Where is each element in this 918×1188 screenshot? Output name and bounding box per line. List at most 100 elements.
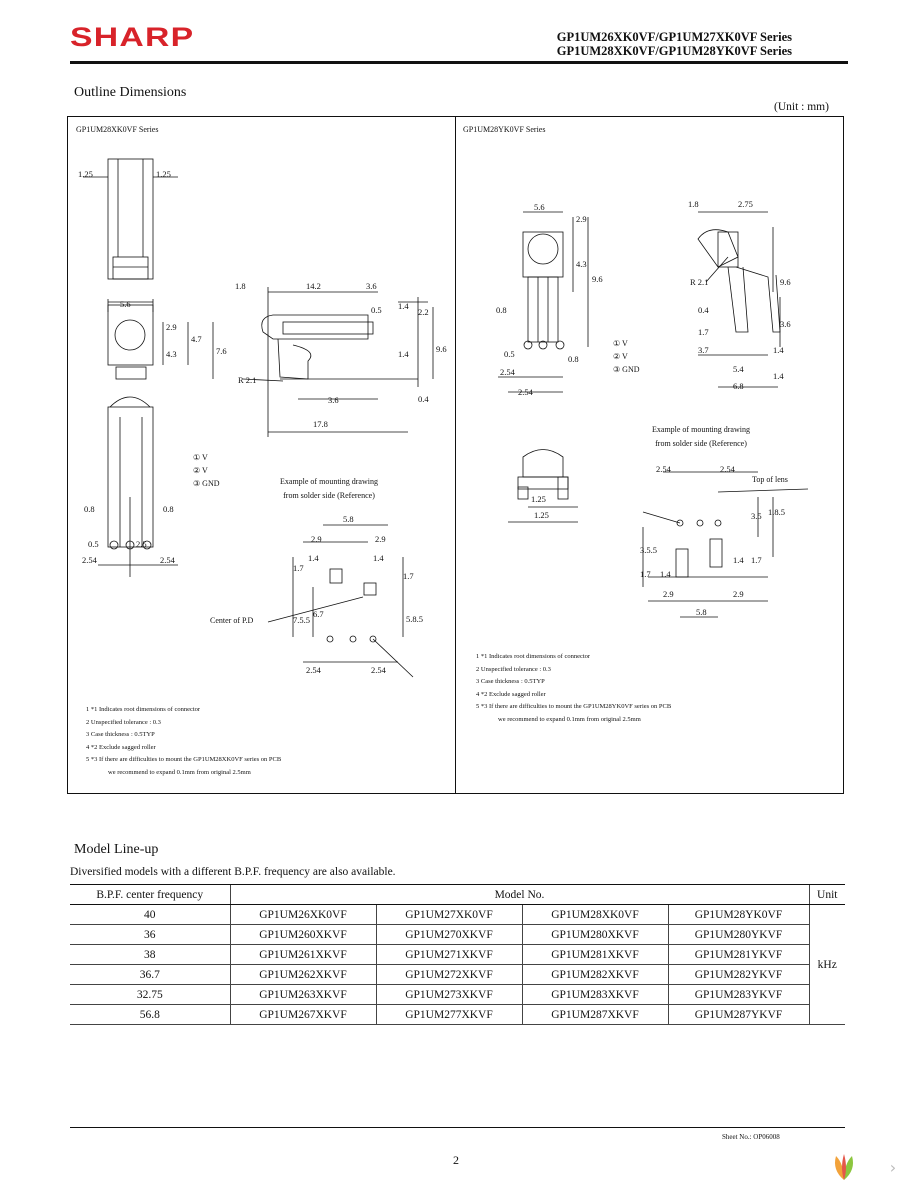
svg-text:4.7: 4.7 <box>191 334 202 344</box>
model-cell: GP1UM267XKVF <box>229 1004 376 1025</box>
unit-label: (Unit : mm) <box>774 101 829 113</box>
model-cell: GP1UM271XKVF <box>375 944 522 965</box>
svg-text:1.8.5: 1.8.5 <box>768 507 785 517</box>
svg-text:R 2.1: R 2.1 <box>690 277 708 287</box>
model-cell: GP1UM262XKVF <box>229 964 376 985</box>
svg-text:0.8: 0.8 <box>496 305 507 315</box>
svg-text:5.6: 5.6 <box>120 299 131 309</box>
freq-column-header: B.P.F. center frequency <box>70 884 230 905</box>
svg-text:1.25: 1.25 <box>156 169 171 179</box>
svg-text:0.8: 0.8 <box>163 504 174 514</box>
sharp-logo: SHARP <box>70 22 195 52</box>
model-cell: GP1UM28YK0VF <box>667 904 809 925</box>
left-mount-title: Example of mounting drawing from solder … <box>264 475 394 503</box>
model-cell: GP1UM272XKVF <box>375 964 522 985</box>
table-row: 36.7 GP1UM262XKVF GP1UM272XKVF GP1UM282X… <box>70 964 845 985</box>
right-mount-title: Example of mounting drawing from solder … <box>636 423 766 451</box>
outline-title: Outline Dimensions <box>74 85 187 100</box>
right-pin-legend: ① V ② V ③ GND <box>613 337 640 376</box>
model-cell: GP1UM280XKVF <box>521 924 668 945</box>
svg-text:9.6: 9.6 <box>592 274 603 284</box>
left-pin-legend: ① V ② V ③ GND <box>193 451 220 490</box>
svg-text:2.54: 2.54 <box>518 387 534 397</box>
page-number: 2 <box>453 1153 459 1167</box>
right-note-6: we recommend to expand 0.1mm from origin… <box>498 715 641 723</box>
svg-text:1.25: 1.25 <box>531 494 546 504</box>
svg-text:2.54: 2.54 <box>500 367 516 377</box>
model-cell: GP1UM280YKVF <box>667 924 809 945</box>
model-cell: GP1UM273XKVF <box>375 984 522 1005</box>
right-mount-title-1: Example of mounting drawing <box>652 425 750 434</box>
model-cell: GP1UM26XK0VF <box>229 904 376 925</box>
right-series-label: GP1UM28YK0VF Series <box>463 125 546 134</box>
left-series-label: GP1UM28XK0VF Series <box>76 125 159 134</box>
left-note-4: 4 *2 Exclude sagged roller <box>86 743 156 751</box>
svg-text:2.54: 2.54 <box>656 464 672 474</box>
svg-text:1.8: 1.8 <box>688 199 699 209</box>
top-of-lens-label: Top of lens <box>752 475 788 484</box>
svg-text:17.8: 17.8 <box>313 419 328 429</box>
freq-cell: 56.8 <box>70 1004 230 1025</box>
freq-cell: 40 <box>70 904 230 925</box>
table-row: 36 GP1UM260XKVF GP1UM270XKVF GP1UM280XKV… <box>70 924 845 945</box>
svg-text:1.25: 1.25 <box>78 169 93 179</box>
svg-text:2.9: 2.9 <box>375 534 386 544</box>
right-pin-2: ② V <box>613 352 628 361</box>
svg-text:0.4: 0.4 <box>698 305 709 315</box>
svg-text:1.25: 1.25 <box>534 510 549 520</box>
model-cell: GP1UM263XKVF <box>229 984 376 1005</box>
svg-text:2.2: 2.2 <box>418 307 429 317</box>
freq-cell: 36 <box>70 924 230 945</box>
svg-text:9.6: 9.6 <box>780 277 791 287</box>
svg-text:2.54: 2.54 <box>371 665 387 675</box>
svg-text:9.6: 9.6 <box>436 344 447 354</box>
left-pin-3: ③ GND <box>193 479 220 488</box>
left-mount-title-2: from solder side (Reference) <box>283 491 375 500</box>
model-cell: GP1UM283XKVF <box>521 984 668 1005</box>
svg-text:3.6: 3.6 <box>780 319 791 329</box>
left-mount-title-1: Example of mounting drawing <box>280 477 378 486</box>
svg-text:0.5: 0.5 <box>371 305 382 315</box>
svg-text:5.6: 5.6 <box>534 202 545 212</box>
model-cell: GP1UM281XKVF <box>521 944 668 965</box>
model-cell: GP1UM277XKVF <box>375 1004 522 1025</box>
svg-text:2.54: 2.54 <box>720 464 736 474</box>
right-mount-title-2: from solder side (Reference) <box>655 439 747 448</box>
svg-text:3.6: 3.6 <box>366 281 377 291</box>
svg-text:1.7: 1.7 <box>640 569 651 579</box>
model-column-header: Model No. <box>229 884 809 905</box>
right-pin-1: ① V <box>613 339 628 348</box>
model-cell: GP1UM282XKVF <box>521 964 668 985</box>
svg-text:3.7: 3.7 <box>698 345 709 355</box>
svg-text:2.54: 2.54 <box>82 555 98 565</box>
svg-text:2.9: 2.9 <box>311 534 322 544</box>
svg-text:0.8: 0.8 <box>84 504 95 514</box>
left-note-3: 3 Case thickness : 0.5TYP <box>86 731 155 738</box>
svg-text:2.9: 2.9 <box>576 214 587 224</box>
svg-text:7.6: 7.6 <box>216 346 227 356</box>
svg-text:5.8: 5.8 <box>343 514 354 524</box>
svg-text:0.8: 0.8 <box>568 354 579 364</box>
viewer-logo-icon <box>835 1154 853 1180</box>
svg-text:1.7: 1.7 <box>293 563 304 573</box>
svg-text:5.8: 5.8 <box>696 607 707 617</box>
right-note-4: 4 *2 Exclude sagged roller <box>476 690 546 698</box>
svg-text:7.5.5: 7.5.5 <box>293 615 310 625</box>
svg-text:1.7: 1.7 <box>751 555 762 565</box>
svg-text:6.8: 6.8 <box>733 381 744 391</box>
left-notes: 1 *1 Indicates root dimensions of connec… <box>86 704 281 779</box>
lineup-description: Diversified models with a different B.P.… <box>70 866 396 878</box>
svg-text:1.4: 1.4 <box>373 553 384 563</box>
drawing-divider <box>455 117 456 793</box>
lineup-table: B.P.F. center frequency Model No. Unit 4… <box>70 884 845 1025</box>
model-cell: GP1UM281YKVF <box>667 944 809 965</box>
svg-text:5.8.5: 5.8.5 <box>406 614 423 624</box>
svg-text:1.7: 1.7 <box>403 571 414 581</box>
next-page-icon[interactable]: › <box>889 1158 897 1177</box>
table-row: 32.75 GP1UM263XKVF GP1UM273XKVF GP1UM283… <box>70 984 845 1005</box>
model-cell: GP1UM261XKVF <box>229 944 376 965</box>
model-cell: GP1UM270XKVF <box>375 924 522 945</box>
right-note-5: 5 *3 If there are difficulties to mount … <box>476 703 672 710</box>
